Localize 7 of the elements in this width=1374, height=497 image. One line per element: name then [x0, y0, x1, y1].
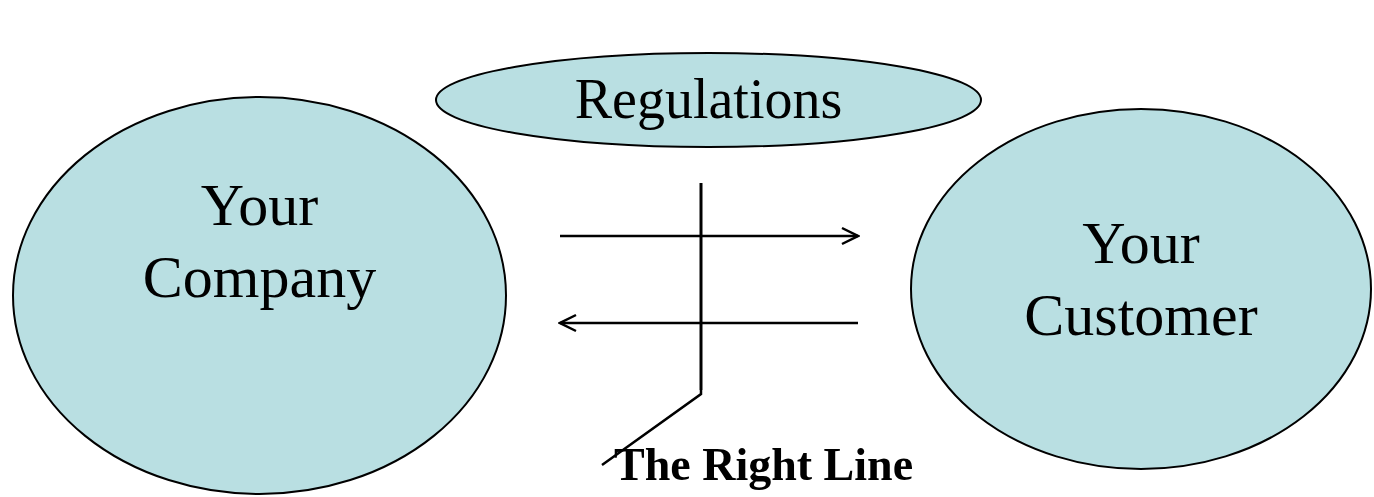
caption-text: The Right Line — [614, 438, 914, 492]
ellipse-label: Your Customer — [1023, 209, 1259, 350]
arrow — [558, 313, 858, 333]
ellipse-label: Your Company — [141, 170, 378, 312]
arrow — [560, 226, 860, 246]
ellipse-label: Regulations — [574, 67, 843, 133]
leader-line — [601, 390, 703, 466]
